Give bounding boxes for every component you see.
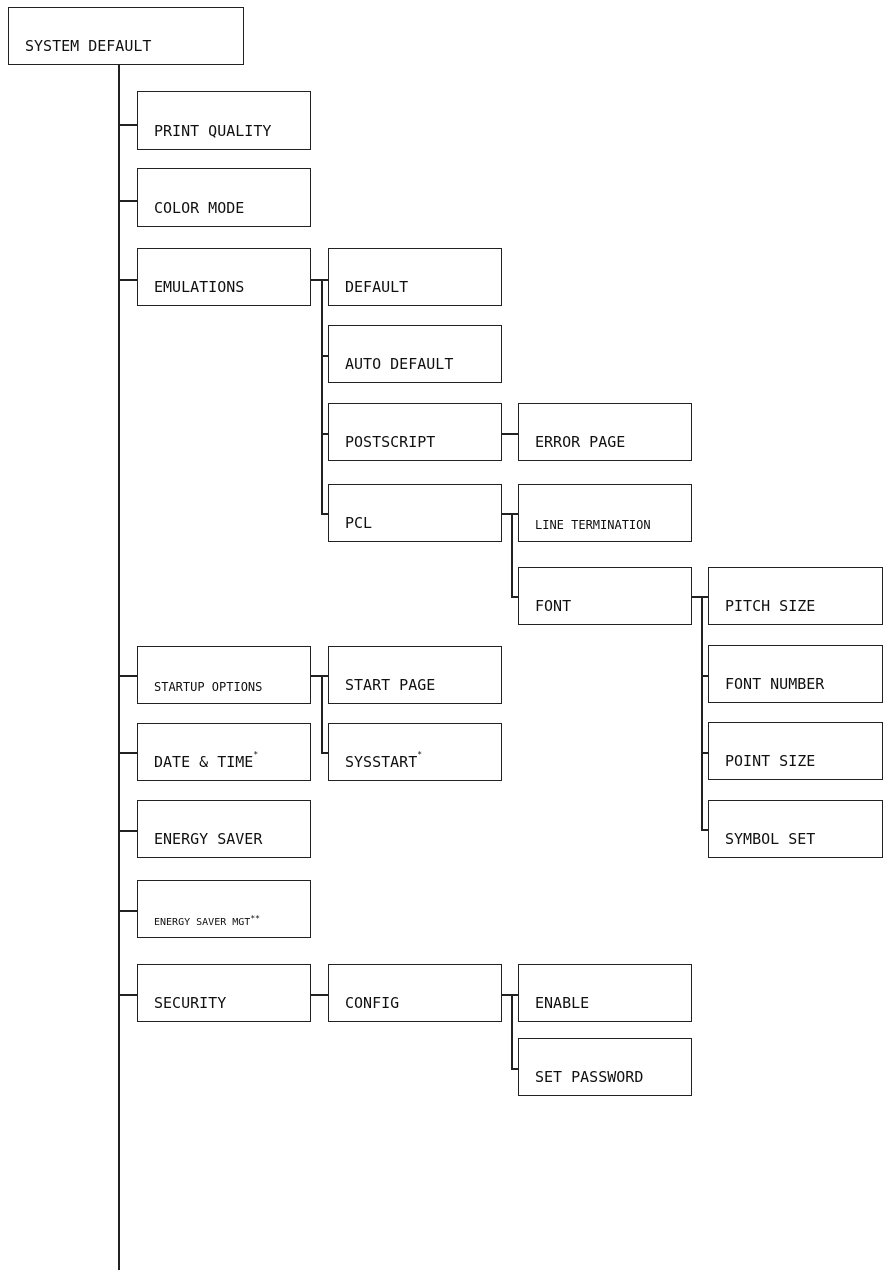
menu-box-label: ENERGY SAVER MGT** [154,914,260,928]
menu-box-label: ENERGY SAVER [154,830,263,848]
menu-box-label: ERROR PAGE [535,433,626,451]
connector-line [118,675,138,677]
menu-box-default[interactable]: DEFAULT [328,248,502,306]
connector-line [118,279,138,281]
menu-box-font[interactable]: FONT [518,567,692,625]
connector-line [311,994,329,996]
menu-box-label: POSTSCRIPT [345,433,436,451]
connector-line [321,675,329,677]
connector-line [118,830,138,832]
connector-line [511,994,519,996]
connector-line [321,752,329,754]
menu-box-label-text: SYSSTART [345,753,418,771]
menu-box-label: COLOR MODE [154,199,245,217]
menu-box-line-termination[interactable]: LINE TERMINATION [518,484,692,542]
connector-line [511,994,513,1069]
menu-box-label: DEFAULT [345,278,409,296]
menu-box-font-number[interactable]: FONT NUMBER [708,645,883,703]
menu-box-system-default[interactable]: SYSTEM DEFAULT [8,7,244,65]
menu-box-label: START PAGE [345,676,436,694]
connector-line [501,994,511,996]
menu-box-label: DATE & TIME* [154,750,259,771]
menu-box-color-mode[interactable]: COLOR MODE [137,168,311,227]
footnote-mark: * [253,750,259,759]
footnote-mark: * [417,750,423,759]
menu-box-label: SYMBOL SET [725,830,816,848]
menu-box-symbol-set[interactable]: SYMBOL SET [708,800,883,858]
menu-box-set-password[interactable]: SET PASSWORD [518,1038,692,1096]
menu-box-pcl[interactable]: PCL [328,484,502,542]
menu-box-label: LINE TERMINATION [535,518,651,532]
menu-box-label: FONT [535,597,572,615]
menu-box-label: PITCH SIZE [725,597,816,615]
connector-line [118,200,138,202]
connector-line [511,513,513,597]
connector-line [701,596,703,830]
connector-line [321,675,323,753]
menu-box-start-page[interactable]: START PAGE [328,646,502,704]
menu-box-label: SYSSTART* [345,750,423,771]
connector-line [321,513,329,515]
connector-line [701,596,709,598]
menu-box-config[interactable]: CONFIG [328,964,502,1022]
connector-line [511,596,519,598]
connector-line [701,829,709,831]
connector-line [311,675,321,677]
menu-box-label: SECURITY [154,994,227,1012]
menu-box-enable[interactable]: ENABLE [518,964,692,1022]
menu-box-label: POINT SIZE [725,752,816,770]
menu-box-energy-saver[interactable]: ENERGY SAVER [137,800,311,858]
menu-box-label: PCL [345,514,373,532]
menu-box-label-text: DATE & TIME [154,753,254,771]
menu-box-security[interactable]: SECURITY [137,964,311,1022]
connector-line [701,752,709,754]
connector-line [118,65,120,1270]
menu-box-label: STARTUP OPTIONS [154,680,263,694]
connector-line [118,124,138,126]
connector-line [321,279,329,281]
connector-line [691,596,701,598]
connector-line [501,433,519,435]
menu-box-label: FONT NUMBER [725,675,825,693]
menu-box-date-time[interactable]: DATE & TIME* [137,723,311,781]
connector-line [511,513,519,515]
menu-box-label: SYSTEM DEFAULT [25,37,152,55]
menu-box-label: ENABLE [535,994,590,1012]
menu-box-postscript[interactable]: POSTSCRIPT [328,403,502,461]
connector-line [321,433,329,435]
menu-box-label: PRINT QUALITY [154,122,272,140]
menu-box-label: AUTO DEFAULT [345,355,454,373]
connector-line [511,1068,519,1070]
connector-line [118,994,138,996]
menu-box-label: SET PASSWORD [535,1068,644,1086]
menu-box-startup-options[interactable]: STARTUP OPTIONS [137,646,311,704]
connector-line [321,355,329,357]
menu-box-sysstart[interactable]: SYSSTART* [328,723,502,781]
menu-box-energy-saver-mgt[interactable]: ENERGY SAVER MGT** [137,880,311,938]
connector-line [701,675,709,677]
menu-box-print-quality[interactable]: PRINT QUALITY [137,91,311,150]
connector-line [118,752,138,754]
connector-line [321,279,323,514]
connector-line [311,279,321,281]
menu-box-error-page[interactable]: ERROR PAGE [518,403,692,461]
connector-line [118,910,138,912]
menu-box-pitch-size[interactable]: PITCH SIZE [708,567,883,625]
menu-box-auto-default[interactable]: AUTO DEFAULT [328,325,502,383]
menu-box-label: EMULATIONS [154,278,245,296]
menu-box-point-size[interactable]: POINT SIZE [708,722,883,780]
menu-box-emulations[interactable]: EMULATIONS [137,248,311,306]
menu-box-label: CONFIG [345,994,400,1012]
connector-line [501,513,511,515]
footnote-mark: ** [250,914,260,923]
menu-box-label-text: ENERGY SAVER MGT [154,917,251,928]
